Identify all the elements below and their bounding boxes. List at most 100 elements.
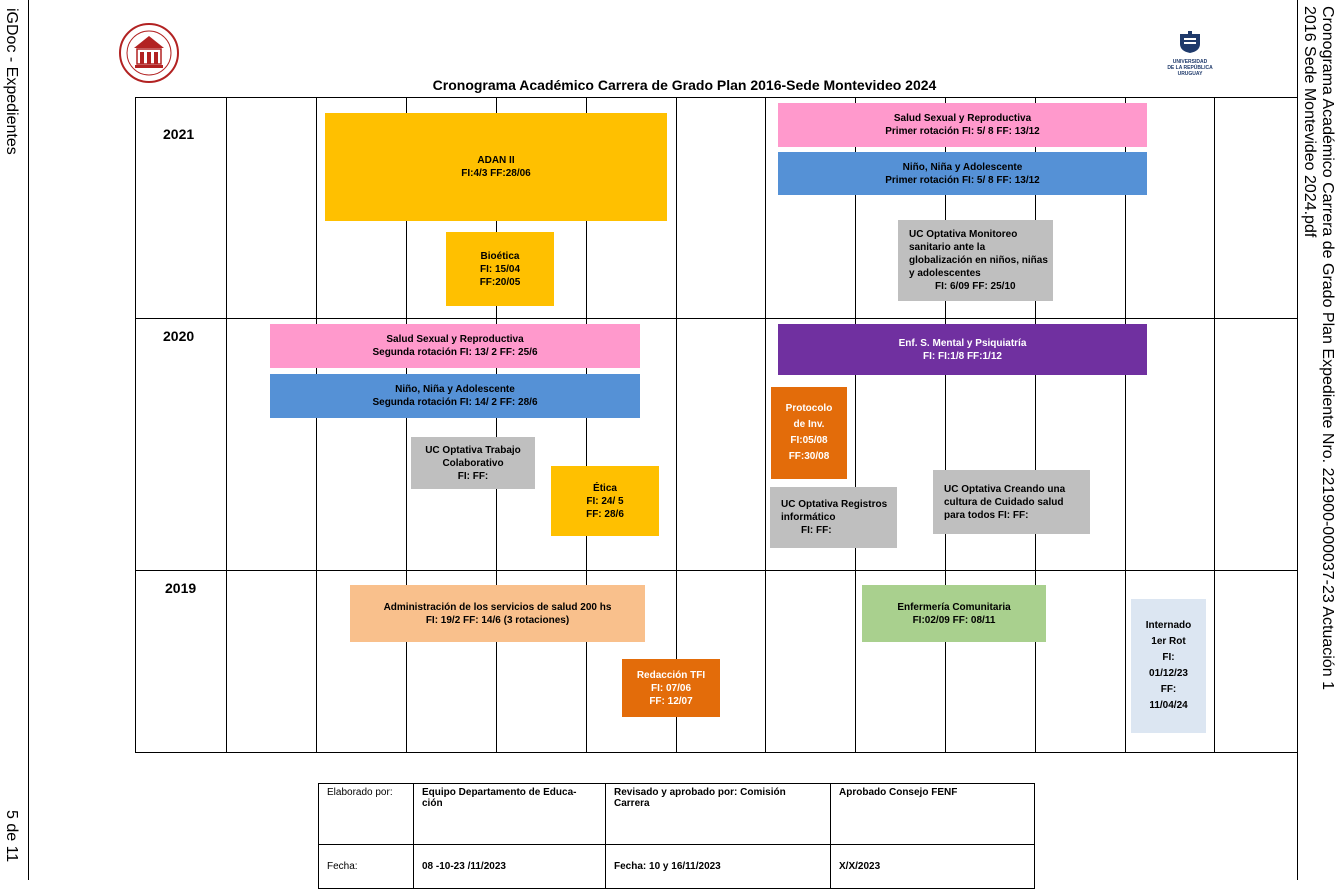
grid-column-line <box>855 98 856 752</box>
course-start: FI: 15/04 <box>479 263 521 275</box>
grid-column-line <box>316 98 317 752</box>
course-name-cont: globalización en niños, niñas <box>909 255 1048 266</box>
course-name-cont: Colaborativo <box>442 457 504 469</box>
date-label: Fecha: <box>318 843 414 889</box>
university-name-2: DE LA REPÚBLICA <box>1167 65 1213 71</box>
grid-column-line <box>676 98 677 752</box>
date-elaborated: 08 -10-23 /11/2023 <box>413 843 606 889</box>
course-name-cont: y adolescentes <box>909 268 981 279</box>
grid-column-line <box>496 98 497 752</box>
table-row: Fecha: 08 -10-23 /11/2023 Fecha: 10 y 16… <box>318 843 1035 889</box>
grid-row-line <box>136 318 1297 319</box>
course-block-adan-ii: ADAN II FI:4/3 FF:28/06 <box>325 113 667 221</box>
course-start: FI: 07/06 <box>650 682 692 694</box>
year-label-2021: 2021 <box>163 126 195 142</box>
course-rotation: 1er Rot <box>1151 636 1186 647</box>
margin-page-number: 5 de 11 <box>3 810 20 863</box>
course-name: Redacción TFI <box>636 669 706 681</box>
approval-table: Elaborado por: Equipo Departamento de Ed… <box>318 783 1035 889</box>
left-margin: iGDoc - Expedientes 5 de 11 <box>2 0 22 880</box>
course-block-ssr-primer: Salud Sexual y Reproductiva Primer rotac… <box>778 103 1147 147</box>
course-start-label: FI: <box>1162 652 1175 663</box>
margin-doc-title-1: Cronograma Académico Carrera de Grado Pl… <box>1319 6 1336 690</box>
course-dates: FI: FF: <box>457 470 489 482</box>
course-name-cont: cultura de Cuidado salud <box>944 496 1064 508</box>
course-block-optativa-cuidado: UC Optativa Creando una cultura de Cuida… <box>933 470 1090 534</box>
course-name: Ética <box>593 482 617 494</box>
course-dates: Primer rotación FI: 5/ 8 FF: 13/12 <box>885 126 1040 137</box>
margin-doc-title-2: 2016 Sede Montevideo 2024.pdf <box>1301 6 1318 238</box>
course-dates: Primer rotación FI: 5/ 8 FF: 13/12 <box>885 174 1040 186</box>
course-name: UC Optativa Creando una <box>944 483 1066 495</box>
course-block-optativa-trabajo: UC Optativa Trabajo Colaborativo FI: FF: <box>411 437 535 489</box>
grid-row-line <box>136 570 1297 571</box>
university-logo: UNIVERSIDAD DE LA REPÚBLICA URUGUAY <box>1158 30 1222 90</box>
course-block-bioetica: Bioética FI: 15/04 FF:20/05 <box>446 232 554 306</box>
course-block-etica: Ética FI: 24/ 5 FF: 28/6 <box>551 466 659 536</box>
course-name: Salud Sexual y Reproductiva <box>893 113 1032 124</box>
course-dates: Segunda rotación FI: 13/ 2 FF: 25/6 <box>372 347 538 358</box>
grid-column-line <box>1214 98 1215 752</box>
university-name-3: URUGUAY <box>1177 71 1203 77</box>
course-name: Bioética <box>480 250 520 262</box>
course-name: Protocolo <box>785 403 833 414</box>
elaborated-label: Elaborado por: <box>318 783 414 845</box>
course-block-nna-segunda: Niño, Niña y Adolescente Segunda rotació… <box>270 374 640 418</box>
course-block-optativa-monitoreo: UC Optativa Monitoreo sanitario ante la … <box>898 220 1053 301</box>
course-name: Salud Sexual y Reproductiva <box>386 334 524 345</box>
approved-by: Aprobado Consejo FENF <box>830 783 1035 845</box>
course-end-label: FF: <box>1160 684 1177 695</box>
course-block-nna-primer: Niño, Niña y Adolescente Primer rotación… <box>778 152 1147 195</box>
course-start: FI: 24/ 5 <box>586 495 624 507</box>
left-edge-line <box>28 0 29 880</box>
university-name-1: UNIVERSIDAD <box>1172 59 1208 65</box>
course-name: Enfermería Comunitaria <box>897 601 1011 613</box>
schedule-title: Cronograma Académico Carrera de Grado Pl… <box>432 77 937 93</box>
course-end: FF: 28/6 <box>586 508 624 520</box>
course-end: FF: 12/07 <box>649 695 693 707</box>
course-dates: FI: 19/2 FF: 14/6 (3 rotaciones) <box>425 614 570 626</box>
course-start: 01/12/23 <box>1149 668 1188 679</box>
date-reviewed: Fecha: 10 y 16/11/2023 <box>605 843 831 889</box>
date-approved: X/X/2023 <box>830 843 1035 889</box>
course-name: ADAN II <box>477 155 515 166</box>
course-dates: FI: FF: <box>801 525 832 536</box>
grid-column-line <box>406 98 407 752</box>
year-label-2020: 2020 <box>163 328 195 344</box>
course-end: 11/04/24 <box>1149 700 1188 711</box>
schedule-grid: 2021 2020 2019 ADAN II FI:4/3 FF:28/06 B… <box>135 97 1298 753</box>
course-end: FF:20/05 <box>479 276 521 288</box>
course-block-redaccion-tfi: Redacción TFI FI: 07/06 FF: 12/07 <box>622 659 720 717</box>
course-name: UC Optativa Registros <box>781 499 888 510</box>
elaborated-value: Equipo Departamento de Educa-ción <box>413 783 606 845</box>
grid-column-line <box>226 98 227 752</box>
table-row: Elaborado por: Equipo Departamento de Ed… <box>318 783 1035 845</box>
course-dates: para todos FI: FF: <box>944 509 1029 521</box>
course-start: FI:05/08 <box>790 435 828 446</box>
course-dates: FI: 6/09 FF: 25/10 <box>935 281 1016 292</box>
right-margin: Cronograma Académico Carrera de Grado Pl… <box>1298 0 1338 880</box>
course-end: FF:30/08 <box>788 451 830 462</box>
course-name: Niño, Niña y Adolescente <box>902 161 1023 173</box>
course-name: Niño, Niña y Adolescente <box>395 384 515 395</box>
course-name: Enf. S. Mental y Psiquiatría <box>898 337 1027 349</box>
faculty-seal-logo <box>118 22 180 84</box>
course-name-cont: informático <box>781 512 836 523</box>
grid-column-line <box>1125 98 1126 752</box>
margin-app-name: iGDoc - Expedientes <box>3 8 20 155</box>
course-block-ssr-segunda: Salud Sexual y Reproductiva Segunda rota… <box>270 324 640 368</box>
course-name: UC Optativa Trabajo <box>425 444 521 456</box>
course-name-cont: sanitario ante la <box>909 242 986 253</box>
course-dates: FI:4/3 FF:28/06 <box>461 168 531 179</box>
course-name: Internado <box>1145 620 1192 631</box>
course-dates: Segunda rotación FI: 14/ 2 FF: 28/6 <box>372 397 538 408</box>
reviewed-by: Revisado y aprobado por: Comisión Carrer… <box>605 783 831 845</box>
university-crest-icon <box>1180 31 1200 53</box>
course-block-protocolo: Protocolo de Inv. FI:05/08 FF:30/08 <box>771 387 847 479</box>
course-name-cont: de Inv. <box>793 419 825 430</box>
year-label-2019: 2019 <box>165 580 197 596</box>
course-block-administracion: Administración de los servicios de salud… <box>350 585 645 642</box>
course-block-optativa-registros: UC Optativa Registros informático FI: FF… <box>770 487 897 548</box>
course-block-salud-mental: Enf. S. Mental y Psiquiatría FI: FI:1/8 … <box>778 324 1147 375</box>
course-name: Administración de los servicios de salud… <box>383 601 612 613</box>
